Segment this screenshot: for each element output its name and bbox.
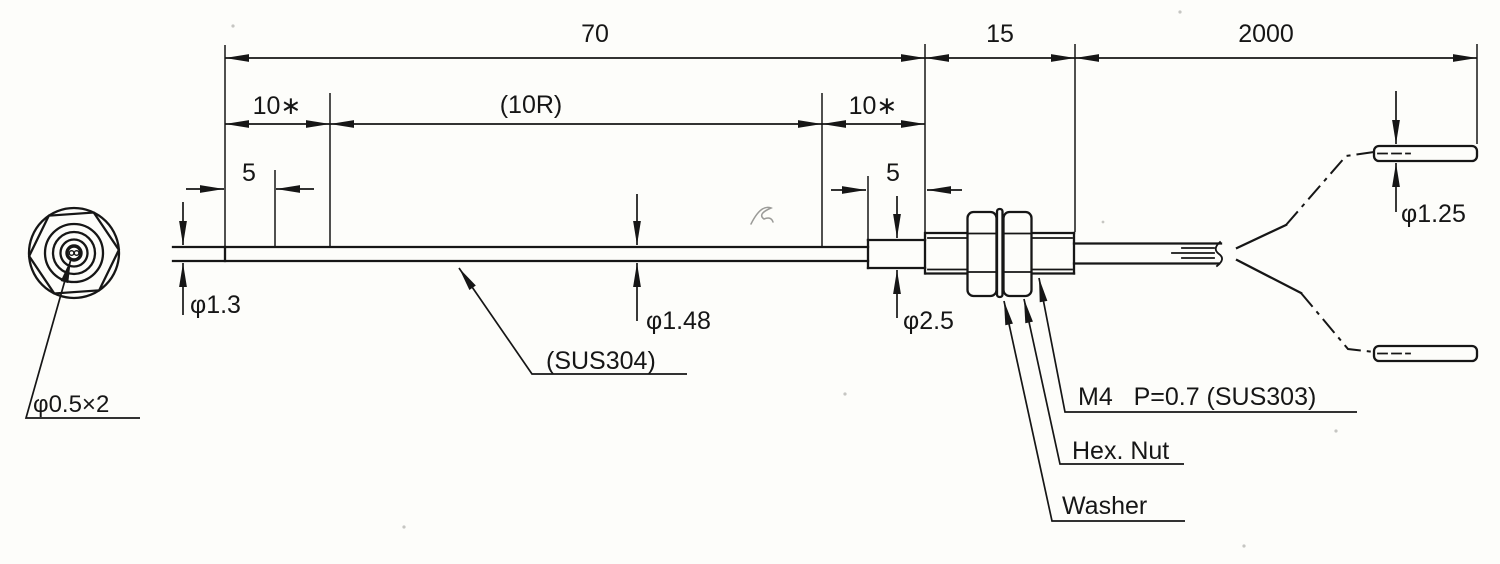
hex-nut-rear <box>1002 210 1033 298</box>
dim-15: 15 <box>986 20 1014 48</box>
lead-fork <box>1235 151 1375 353</box>
threaded-body <box>923 231 1076 275</box>
probe-end-view: φ0.5×2 <box>24 206 140 419</box>
pencil-mark <box>750 206 774 225</box>
end-view-outer-circle <box>27 206 121 300</box>
washer-side <box>995 207 1004 299</box>
lower-chain-line <box>1300 292 1375 353</box>
dia-sheath: φ1.48 <box>646 307 711 335</box>
label-sheath-material: (SUS304) <box>546 347 656 375</box>
scan-artifacts <box>231 10 1338 548</box>
extension-lines <box>224 44 1478 246</box>
label-thread-spec: M4 P=0.7 (SUS303) <box>1078 383 1316 411</box>
sleeve-circle <box>43 222 105 284</box>
tip-wire-1 <box>68 249 75 256</box>
thread-spec-leader <box>1038 277 1357 413</box>
bore-circle <box>65 244 83 262</box>
dimension-lines: 70 15 2000 10∗ (10R) 10∗ 5 5 <box>186 20 1477 194</box>
dia-lead-wire: φ1.25 <box>1401 200 1466 228</box>
probe-side-view <box>171 144 1479 363</box>
dim-10-right: 10∗ <box>849 92 898 120</box>
dim-10-left: 10∗ <box>253 92 302 120</box>
sheath-circle <box>59 238 89 268</box>
dim-5-left: 5 <box>242 159 256 187</box>
lead-wire-top <box>1372 144 1479 163</box>
hex-nut-leader <box>1023 298 1184 465</box>
hex-nut-outline <box>27 211 121 295</box>
dim-70: 70 <box>581 20 609 48</box>
dim-10r: (10R) <box>500 91 563 119</box>
dim-2000: 2000 <box>1238 20 1294 48</box>
dia-tip: φ1.3 <box>190 291 241 319</box>
lead-wire-bottom <box>1372 344 1479 363</box>
tip-wire-2 <box>73 249 80 256</box>
leader-notes: (SUS304) M4 P=0.7 (SUS303) Hex. Nut Wash… <box>458 267 1357 522</box>
lead-cable <box>1072 240 1223 268</box>
hex-nut-front <box>966 210 998 298</box>
thread-circle <box>51 230 97 276</box>
tip-wires-leader <box>24 258 140 419</box>
sheath-material-leader <box>458 267 687 375</box>
dim-5-right: 5 <box>886 159 900 187</box>
cable-break-mark <box>1214 240 1223 268</box>
washer-leader <box>1003 300 1185 522</box>
diameter-callouts: φ1.3 φ1.48 φ2.5 φ1.25 <box>179 91 1466 335</box>
label-washer: Washer <box>1062 492 1147 520</box>
dia-sleeve: φ2.5 <box>903 307 954 335</box>
label-hex-nut: Hex. Nut <box>1072 437 1169 465</box>
upper-chain-line <box>1285 151 1375 226</box>
dia-tip-wires-label: φ0.5×2 <box>33 391 109 418</box>
